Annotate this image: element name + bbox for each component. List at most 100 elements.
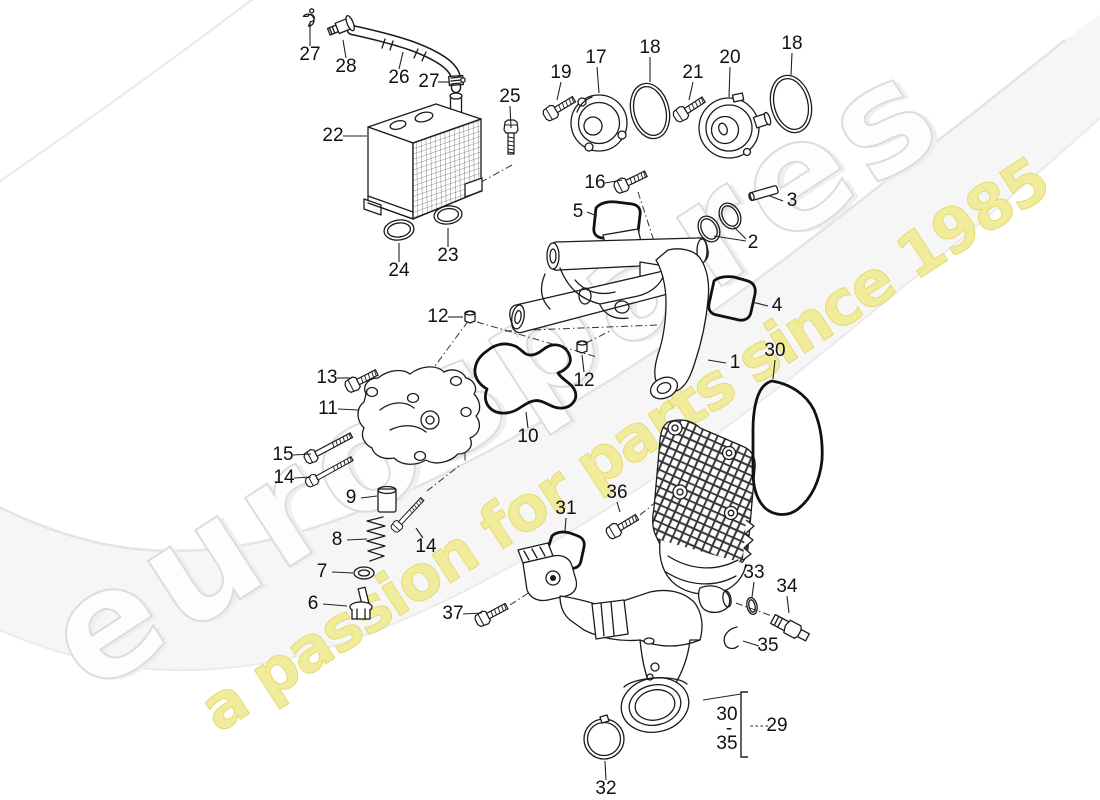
part-label-9: 9 (345, 487, 357, 508)
main-bracket (509, 228, 710, 400)
part-label-37: 37 (442, 603, 464, 624)
part-label-8: 8 (331, 529, 343, 550)
part-label-12: 12 (427, 306, 449, 327)
part-label-4: 4 (771, 295, 783, 316)
hose-fitting (326, 15, 355, 36)
part-label-23: 23 (437, 245, 459, 266)
leader-line-2 (733, 226, 747, 240)
sensor (769, 613, 810, 642)
part-label-29: 29 (766, 715, 788, 736)
part-label-3: 3 (786, 190, 798, 211)
part-label-16: 16 (584, 172, 606, 193)
leader-line-8 (346, 538, 368, 541)
part-label-35: 35 (757, 635, 779, 656)
leader-line-16 (604, 179, 623, 184)
part-label-33: 33 (743, 562, 765, 583)
part-label-24: 24 (388, 260, 410, 281)
leader-line-33 (751, 581, 755, 598)
o-ring-18a (629, 82, 671, 140)
part-label-30: 30 (716, 704, 738, 725)
o-ring-18b (769, 74, 813, 134)
part-label-15: 15 (272, 444, 294, 465)
leader-line-12 (581, 354, 585, 373)
leader-line-36 (616, 501, 621, 513)
leader-line-30 (772, 359, 776, 380)
vacuum-pump (698, 92, 772, 159)
part-label-19: 19 (550, 62, 572, 83)
relief-valve-parts (349, 485, 397, 620)
part-label-1: 1 (729, 352, 741, 373)
oil-cooler (363, 92, 483, 220)
leader-line-26 (398, 51, 404, 70)
leader-line-6 (322, 603, 348, 607)
part-label-35: 35 (716, 733, 738, 754)
leader-line-37 (462, 612, 483, 615)
oil-pump (357, 366, 481, 465)
oil-hose (302, 8, 466, 94)
nut-12a (464, 310, 476, 324)
part-label-26: 26 (388, 67, 410, 88)
range-bracket (702, 691, 748, 758)
water-pump-housing (652, 419, 756, 596)
part-label-27: 27 (299, 44, 321, 65)
part-label-2: 2 (747, 232, 759, 253)
dowel-pin (748, 185, 779, 202)
leader-line-25 (509, 105, 512, 129)
leader-line-19 (556, 81, 562, 101)
sealing-rings (383, 205, 463, 241)
part-label-30: 30 (764, 340, 786, 361)
leader-line-14 (293, 476, 312, 479)
part-label-27: 27 (418, 71, 440, 92)
water-pipe (517, 542, 732, 733)
hose-clamp-icon (448, 74, 466, 87)
part-label-7: 7 (316, 561, 328, 582)
retaining-clip (723, 626, 739, 650)
part-label-34: 34 (776, 576, 798, 597)
part-label-25: 25 (499, 86, 521, 107)
swoosh-lower-line (0, 117, 1100, 672)
leader-line-18 (790, 52, 793, 76)
part-label-11: 11 (318, 398, 338, 419)
sensor-port (698, 585, 732, 614)
leader-line-21 (688, 81, 694, 101)
o-ring-33 (746, 596, 758, 616)
part-label-18: 18 (639, 37, 661, 58)
hose-clamp2-icon (302, 8, 315, 27)
leader-line-3 (769, 195, 784, 202)
part-label-14: 14 (273, 467, 295, 488)
leader-line-20 (728, 66, 731, 98)
part-label-dash: - (725, 718, 733, 739)
part-label-31: 31 (555, 498, 577, 519)
part-label-10: 10 (517, 426, 539, 447)
leader-line-28 (342, 39, 347, 59)
drain-plug (349, 586, 373, 620)
leader-line-11 (337, 408, 359, 411)
leader-line-1 (707, 359, 727, 364)
leader-line-10 (525, 411, 529, 429)
leader-line-14 (415, 527, 424, 539)
part-label-21: 21 (682, 62, 704, 83)
pipe-flange (620, 677, 690, 733)
part-label-36: 36 (606, 482, 628, 503)
part-label-28: 28 (335, 56, 357, 77)
nut-12b (576, 340, 588, 354)
leader-line-9 (360, 495, 378, 499)
leader-line-5 (586, 211, 598, 217)
leader-line-35 (742, 640, 760, 647)
part-label-18: 18 (781, 33, 803, 54)
part-label-12: 12 (573, 370, 595, 391)
part-label-14: 14 (415, 536, 437, 557)
o-ring-32 (583, 714, 625, 760)
gasket-10 (473, 342, 578, 415)
part-label-32: 32 (595, 778, 617, 799)
leader-line-2 (713, 235, 747, 242)
o-rings-2 (697, 202, 742, 243)
part-label-6: 6 (307, 593, 319, 614)
part-label-13: 13 (316, 367, 338, 388)
leader-line-15 (292, 453, 312, 456)
part-label-22: 22 (322, 125, 344, 146)
